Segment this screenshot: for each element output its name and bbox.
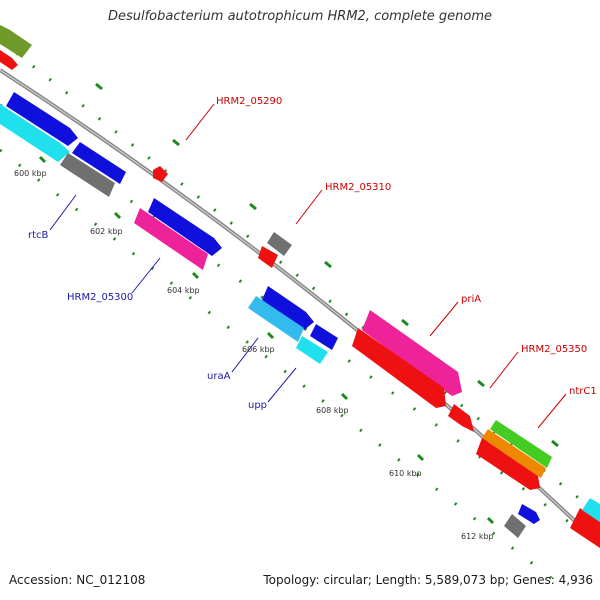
gene-magenta[interactable] <box>134 208 208 270</box>
major-tick <box>38 155 47 164</box>
gene-red[interactable] <box>352 328 446 408</box>
major-tick <box>95 82 103 91</box>
gene-blue[interactable] <box>148 198 222 256</box>
gene-olive[interactable] <box>0 25 32 58</box>
gene-magenta[interactable] <box>362 310 462 396</box>
major-tick <box>113 211 122 220</box>
topology-text: Topology: circular; Length: 5,589,073 bp… <box>263 573 593 587</box>
leader-ntrc1 <box>537 393 567 429</box>
gene-label-hrm2-05350[interactable]: HRM2_05350 <box>521 344 587 355</box>
gene-blue[interactable] <box>310 324 338 350</box>
gene-labels: HRM2_05290 HRM2_05310 priA HRM2_05350 nt… <box>28 96 597 411</box>
gene-blue[interactable] <box>6 92 78 146</box>
gene-skyblue[interactable] <box>248 296 304 342</box>
leader-pria <box>429 301 459 337</box>
gene-orange[interactable] <box>482 429 546 478</box>
major-tick <box>401 318 409 327</box>
gene-label-rtcb[interactable]: rtcB <box>28 230 49 241</box>
gene-cyan[interactable] <box>296 336 328 364</box>
minor-ticks <box>0 38 600 587</box>
leader-rtcb <box>49 194 77 231</box>
gene-label-uraa[interactable]: uraA <box>207 371 231 382</box>
gene-label-upp[interactable]: upp <box>248 400 267 411</box>
gene-red[interactable] <box>0 50 18 70</box>
gene-green[interactable] <box>490 420 552 468</box>
outer-minor-ticks <box>0 38 600 517</box>
gene-label-hrm2-05300[interactable]: HRM2_05300 <box>67 292 133 303</box>
leader-hrm2-05350 <box>489 351 519 389</box>
gene-label-ntrc1[interactable]: ntrC1 <box>569 386 597 397</box>
gene-gray[interactable] <box>267 232 292 256</box>
gene-blue[interactable] <box>518 504 540 524</box>
genes <box>0 25 600 548</box>
gene-blue[interactable] <box>72 142 126 184</box>
major-tick <box>324 260 332 269</box>
accession-text: Accession: NC_012108 <box>9 573 146 587</box>
leader-upp <box>267 367 297 403</box>
tick-label: 610 kbp <box>389 469 422 478</box>
gene-gray[interactable] <box>60 153 115 197</box>
gene-red[interactable] <box>258 246 278 268</box>
major-tick <box>486 516 495 525</box>
gene-gray[interactable] <box>504 514 526 538</box>
tick-label: 602 kbp <box>90 227 123 236</box>
gene-red[interactable] <box>570 508 600 548</box>
tick-label: 604 kbp <box>167 286 200 295</box>
gene-label-hrm2-05290[interactable]: HRM2_05290 <box>216 96 282 107</box>
lower-minor-ticks <box>0 148 561 587</box>
tick-label: 600 kbp <box>14 169 47 178</box>
leader-hrm2-05300 <box>131 257 161 294</box>
major-ticks <box>38 82 559 525</box>
major-tick <box>172 138 180 147</box>
leader-hrm2-05310 <box>295 189 323 225</box>
leader-lines <box>49 103 567 429</box>
tick-label: 606 kbp <box>242 345 275 354</box>
gene-red[interactable] <box>476 438 540 490</box>
major-tick <box>191 271 200 280</box>
major-tick <box>551 439 559 448</box>
gene-red[interactable] <box>448 404 474 432</box>
tick-label: 612 kbp <box>461 532 494 541</box>
leader-uraa <box>231 337 259 373</box>
major-tick <box>266 331 275 340</box>
map-title: Desulfobacterium autotrophicum HRM2, com… <box>107 9 493 24</box>
gene-cyan[interactable] <box>582 498 600 522</box>
gene-label-hrm2-05310[interactable]: HRM2_05310 <box>325 182 391 193</box>
gene-red[interactable] <box>153 166 168 182</box>
major-tick <box>416 453 425 462</box>
major-tick <box>477 379 485 388</box>
gene-label-pria[interactable]: priA <box>461 294 481 305</box>
major-tick <box>249 202 257 211</box>
tick-labels: 600 kbp 602 kbp 604 kbp 606 kbp 608 kbp … <box>14 169 494 541</box>
leader-hrm2-05290 <box>185 103 215 141</box>
gene-blue[interactable] <box>262 286 314 330</box>
gene-cyan[interactable] <box>0 104 70 162</box>
major-tick <box>340 392 349 401</box>
tick-label: 608 kbp <box>316 406 349 415</box>
